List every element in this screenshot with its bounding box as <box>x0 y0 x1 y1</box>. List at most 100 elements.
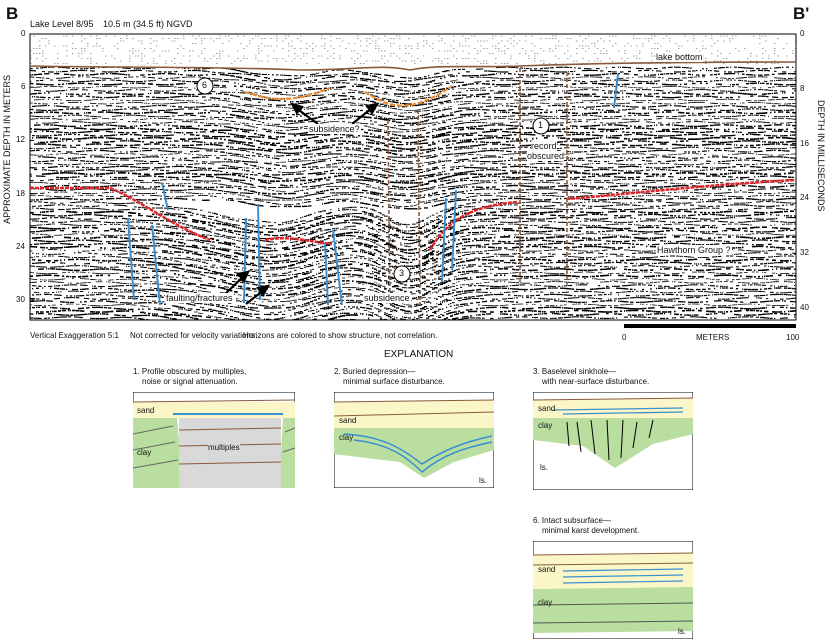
panel-6-diagram <box>533 541 693 639</box>
reflector-line <box>30 130 796 144</box>
reflector-line <box>32 213 796 239</box>
reflector-line <box>30 278 796 301</box>
reflector-line <box>32 261 796 287</box>
red-horizon-right-a <box>428 200 519 251</box>
reflector-line <box>30 316 796 320</box>
velocity-note: Not corrected for velocity variations. <box>130 331 258 340</box>
reflector-line <box>30 297 796 320</box>
reflector-line <box>30 207 796 232</box>
fault-lines <box>127 73 619 306</box>
panel-2-ls: ls. <box>479 476 487 485</box>
reflector-line <box>30 114 796 127</box>
reflector-line <box>34 239 796 264</box>
panel-3-sand: sand <box>538 404 556 413</box>
reflector-line <box>32 236 796 261</box>
scale-bar <box>624 324 796 328</box>
left-tick-label: 18 <box>16 188 25 198</box>
hawthorn-label: Hawthorn Group ? <box>656 245 732 255</box>
reflector-line <box>30 255 794 280</box>
reflector-line <box>38 268 796 293</box>
panel-6-sand: sand <box>538 565 556 574</box>
faulting-label: faulting/fractures <box>165 293 234 303</box>
lake-stage-label: 10.5 m (34.5 ft) NGVD <box>103 19 193 29</box>
horizons-note: Horizons are colored to show structure, … <box>243 331 438 340</box>
scale-unit: METERS <box>696 333 730 342</box>
right-tick-label: 8 <box>800 83 805 93</box>
scale-end: 100 <box>786 333 800 342</box>
marker-3-label: 3 <box>399 268 405 278</box>
panel-3-clay: clay <box>538 421 553 430</box>
reflector-line <box>30 76 796 89</box>
right-tick-label: 32 <box>800 248 809 258</box>
reflector-line <box>30 217 796 241</box>
panel-6-title: 6. Intact subsurface— minimal karst deve… <box>533 516 640 535</box>
subsidence-q-label: subsidence? <box>308 124 361 134</box>
reflector-line <box>30 242 796 267</box>
reflector-line <box>30 69 796 83</box>
reflector-line <box>30 303 794 320</box>
panel-3-diagram <box>533 392 693 490</box>
reflector-line <box>30 79 796 92</box>
panel-1-multiples: multiples <box>208 443 240 452</box>
red-horizon-right-b <box>565 178 797 201</box>
panel-6-clay: clay <box>538 598 553 607</box>
lake-bottom-line <box>29 61 797 71</box>
reflector-line <box>30 178 794 190</box>
right-tick-label: 40 <box>800 303 809 312</box>
left-tick-label: 24 <box>16 241 25 251</box>
right-tick-label: 16 <box>800 138 809 148</box>
reflector-line <box>36 121 796 133</box>
panel-2-diagram <box>334 392 494 488</box>
reflector-line <box>30 165 796 178</box>
reflector-line <box>30 182 796 195</box>
panel-3-ls: ls. <box>540 463 548 472</box>
marker-1-label: 1 <box>538 120 544 130</box>
orange-horizon-2 <box>364 85 453 107</box>
reflector-line <box>30 72 796 86</box>
explanation-title: EXPLANATION <box>384 349 454 360</box>
reflector-line <box>30 210 794 235</box>
reflector-line <box>30 312 796 320</box>
scale-start: 0 <box>622 333 627 342</box>
record-obscured-label-2: obscured <box>527 151 565 161</box>
reflector-line <box>30 194 796 208</box>
panel-2-sand: sand <box>339 416 357 425</box>
reflector-line <box>32 204 794 228</box>
panel-2-title: 2. Buried depression— minimal surface di… <box>334 367 445 386</box>
reflector-line <box>32 133 796 146</box>
left-tick-label: 6 <box>21 82 26 92</box>
reflector-line <box>30 271 796 295</box>
profile-right-label: B' <box>793 4 810 23</box>
record-obscured-label-1: record <box>531 141 557 151</box>
profile-left-label: B <box>6 4 19 23</box>
reflector-line <box>32 95 794 108</box>
reflector-line <box>36 309 796 320</box>
panel-2-clay: clay <box>339 433 354 442</box>
reflector-line <box>30 229 795 255</box>
orange-horizon-1 <box>244 86 331 101</box>
panel-6-ls: ls. <box>678 627 686 636</box>
panel-3-title: 3. Baselevel sinkhole— with near-surface… <box>533 367 650 386</box>
right-axis-title: DEPTH IN MILLISECONDS <box>816 100 826 212</box>
panel-1-title: 1. Profile obscured by multiples, noise … <box>133 367 247 386</box>
panel-1-clay: clay <box>137 448 152 457</box>
lake-level-label: Lake Level 8/95 <box>30 19 94 29</box>
panel-1-diagram <box>133 392 295 488</box>
vertical-exaggeration-note: Vertical Exaggeration 5:1 <box>30 331 119 340</box>
lake-bottom-label: lake bottom <box>656 52 703 62</box>
right-tick-label: 24 <box>800 193 809 203</box>
right-tick-label: 0 <box>800 29 805 38</box>
reflector-line <box>32 233 796 257</box>
left-tick-label: 0 <box>21 29 26 38</box>
reflector-line <box>34 124 796 137</box>
left-tick-label: 12 <box>16 135 25 145</box>
reflector-line <box>34 169 796 182</box>
reflector-line <box>30 92 794 105</box>
reflector-line <box>30 265 794 289</box>
left-tick-label: 30 <box>16 295 25 304</box>
subsidence-label: subsidence <box>363 293 411 303</box>
marker-6-label: 6 <box>202 80 208 90</box>
seismic-profile <box>29 33 797 328</box>
reflector-line <box>30 197 796 210</box>
reflector-line <box>30 175 794 189</box>
